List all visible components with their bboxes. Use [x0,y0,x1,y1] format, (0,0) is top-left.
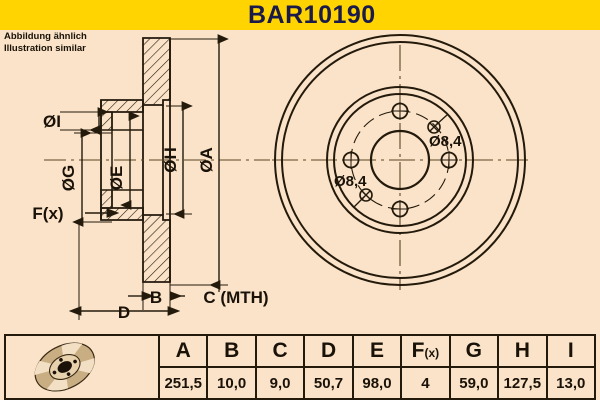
illustration-note-de: Abbildung ähnlich [4,31,87,42]
label-dia-g: ØG [59,165,78,191]
callout-leader-lower [353,196,365,208]
table-header-g: G [448,334,500,368]
callout-upper: Ø8,4 [427,114,462,150]
label-dia-a: ØA [197,147,216,173]
table-header-e: E [351,334,403,368]
label-dia-e: ØE [107,166,126,191]
table-value-h: 127,5 [497,366,548,400]
bolt-hole-dia-upper: Ø8,4 [429,133,462,150]
table-value-b: 10,0 [206,366,257,400]
centre-bore-circle [369,129,431,191]
disc-bolt-hole [66,372,71,376]
fx-sub: (x) [424,346,440,360]
front-view: Ø8,4 Ø8,4 [272,34,528,290]
spec-table: A B C D E F(x) G H I 251,5 10,0 9,0 50,7… [4,334,596,400]
table-value-g: 59,0 [448,366,500,400]
table-value-d: 50,7 [303,366,354,400]
table-row-headers: A B C D E F(x) G H I [4,334,596,400]
table-header-fx: F(x) [400,334,451,368]
hub-collar-lower [100,189,113,209]
label-dia-i: ØI [43,112,61,131]
rotor-ring-upper [142,37,171,106]
table-header-h: H [497,334,548,368]
label-b: B [150,288,162,307]
table-value-i: 13,0 [545,366,596,400]
hub-collar-upper [100,111,113,131]
table-value-c: 9,0 [254,366,306,400]
table-header-i: I [545,334,596,368]
callout-leader-upper [435,114,448,126]
fx-main: F [411,339,425,362]
table-value-fx: 4 [400,366,451,400]
brake-disc-3d-icon [34,342,95,392]
table-row-values: 251,5 10,0 9,0 50,7 98,0 4 59,0 127,5 13… [5,366,596,400]
table-header-d: D [303,334,354,368]
disc-bolt-hole [59,358,63,362]
table-value-a: 251,5 [157,366,209,400]
label-d: D [118,303,130,322]
table-header-c: C [254,334,306,368]
disc-hub-bore [57,361,72,373]
cross-section-view: ØI ØG ØE ØH ØA F(x) [32,34,270,322]
outer-disc-circle [274,34,526,286]
callout-marker-upper [427,120,441,134]
page-title: BAR10190 [248,1,376,29]
label-c: C (MTH) [203,288,268,307]
table-header-b: B [206,334,257,368]
label-fx: F(x) [32,204,63,223]
table-value-e: 98,0 [351,366,403,400]
disc-bolt-hole [73,359,77,364]
hat-inner-circle [333,93,467,227]
table-header-a: A [157,334,209,368]
illustration-note: Abbildung ähnlich Illustration similar [4,31,87,54]
rotor-hat-upper [100,99,144,113]
brake-disc-3d-icon-cell [4,334,160,400]
illustration-note-en: Illustration similar [4,42,86,54]
disc-bolt-hole [52,370,57,375]
callout-lower: Ø8,4 [334,173,373,208]
hat-outer-circle [326,86,474,234]
label-dia-h: ØH [161,147,180,173]
rotor-hat-lower [100,207,144,221]
callout-marker-lower [359,188,373,202]
rotor-ring-lower [142,214,171,283]
header-band [0,0,600,30]
friction-ring-circle [281,41,519,279]
bolt-hole-dia-lower: Ø8,4 [334,173,367,190]
bolt-holes [342,102,458,218]
